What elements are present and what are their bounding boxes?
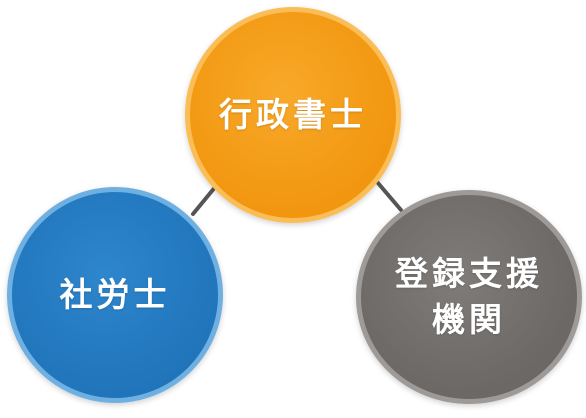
connector-top-right — [376, 181, 403, 212]
node-sharoushi: 社労士 — [7, 187, 223, 403]
node-registered-support-org: 登録支援 機関 — [356, 190, 582, 404]
connector-top-left — [191, 184, 218, 216]
node-gyoseishoshi: 行政書士 — [185, 7, 401, 223]
node-label-registered-support-org: 登録支援 機関 — [395, 253, 543, 339]
node-label-sharoushi: 社労士 — [59, 274, 171, 314]
node-label-gyoseishoshi: 行政書士 — [219, 94, 367, 134]
